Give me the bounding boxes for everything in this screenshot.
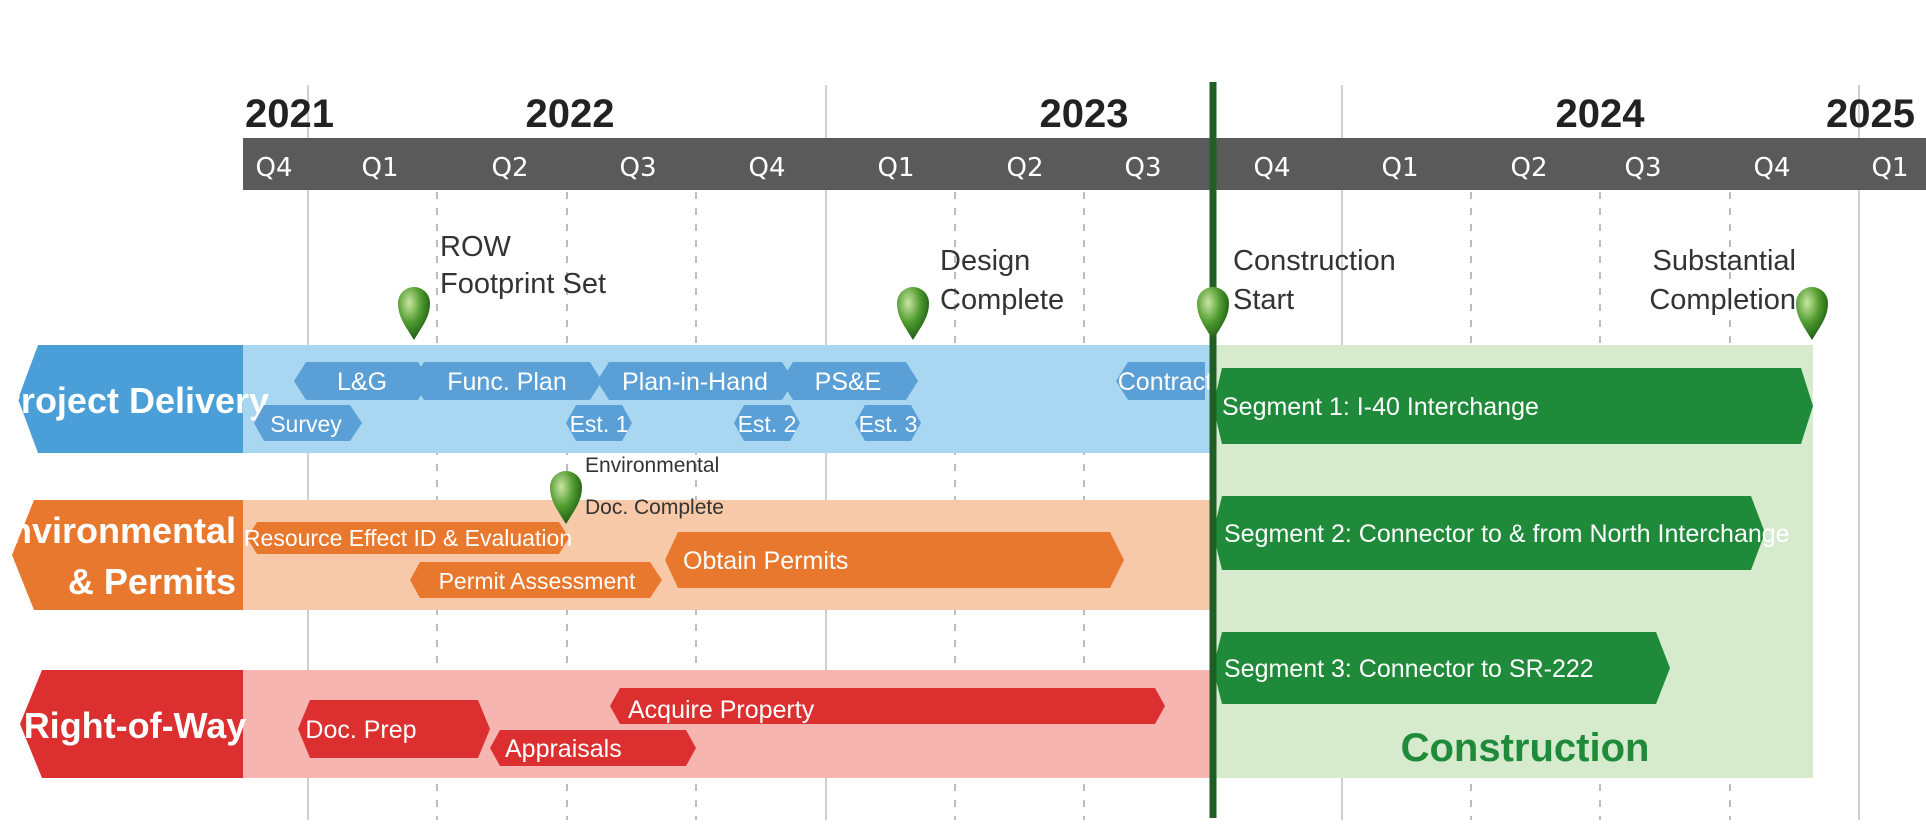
env-doc-complete-pin-icon [550, 471, 582, 524]
segment-1-bar [1213, 368, 1813, 444]
task-label: Appraisals [505, 735, 622, 763]
quarter-label: Q2 [491, 153, 528, 183]
quarter-band: Q4 Q1 Q2 Q3 Q4 Q1 Q2 Q3 Q4 Q1 Q2 Q3 Q4 Q… [243, 138, 1926, 190]
segment-3-bar [1213, 632, 1670, 704]
milestone-row-line2: Footprint Set [440, 268, 606, 300]
quarter-label: Q4 [1753, 153, 1790, 183]
quarter-label: Q4 [255, 153, 292, 183]
category-label: Right-of-Way [24, 705, 247, 746]
task-label: Acquire Property [628, 696, 815, 724]
task-label: Doc. Prep [305, 716, 416, 744]
category-project-delivery: Project Delivery [0, 345, 269, 453]
task-label: Contract [1118, 368, 1213, 396]
design-complete-pin-icon [897, 287, 929, 340]
segment-label: Segment 3: Connector to SR-222 [1224, 655, 1594, 683]
milestone-design-line1: Design [940, 245, 1030, 277]
quarter-label: Q4 [1253, 153, 1290, 183]
task-label: Obtain Permits [683, 547, 848, 575]
task-survey [254, 405, 362, 441]
task-permit-assessment [410, 562, 662, 598]
task-func-plan [412, 362, 602, 400]
task-label: Survey [270, 411, 342, 437]
task-obtain-permits [665, 532, 1124, 588]
task-label: Plan-in-Hand [622, 368, 768, 396]
category-label-line1: Environmental [0, 510, 236, 551]
category-label: Project Delivery [0, 380, 269, 421]
environmental-tasks: Resource Effect ID & Evaluation Permit A… [244, 522, 1124, 598]
year-2024: 2024 [1556, 92, 1646, 136]
construction-segments: Segment 1: I-40 Interchange Segment 2: C… [1213, 368, 1813, 770]
milestone-design-line2: Complete [940, 284, 1064, 316]
quarter-label: Q4 [748, 153, 785, 183]
task-label: PS&E [815, 368, 882, 396]
construction-start-pin-icon [1197, 287, 1229, 340]
milestone-construction-line2: Start [1233, 284, 1294, 316]
year-labels: 2021 2022 2023 2024 2025 [245, 92, 1915, 136]
category-right-of-way: Right-of-Way [20, 670, 246, 778]
right-of-way-tasks: Doc. Prep Acquire Property Appraisals [298, 688, 1165, 766]
year-2025: 2025 [1826, 92, 1915, 136]
quarter-label: Q2 [1510, 153, 1547, 183]
milestone-row-line1: ROW [440, 231, 512, 263]
task-lg [294, 362, 430, 400]
task-acquire-property [610, 688, 1165, 724]
task-label: L&G [337, 368, 387, 396]
project-delivery-tasks: L&G Func. Plan Plan-in-Hand PS&E Contrac… [254, 362, 1212, 441]
substantial-completion-pin-icon [1796, 287, 1828, 340]
task-label: Func. Plan [447, 368, 567, 396]
milestone-construction-line1: Construction [1233, 245, 1396, 277]
category-label-line2: & Permits [68, 561, 236, 602]
year-2023: 2023 [1040, 92, 1129, 136]
row-footprint-pin-icon [398, 287, 430, 340]
task-label: Resource Effect ID & Evaluation [244, 525, 572, 551]
quarter-label: Q1 [361, 153, 398, 183]
milestone-labels: ROW Footprint Set Design Complete Constr… [440, 231, 1796, 519]
quarter-label: Q3 [619, 153, 656, 183]
quarter-label: Q1 [877, 153, 914, 183]
task-label: Permit Assessment [439, 568, 636, 594]
milestone-substantial-line2: Completion [1649, 284, 1796, 316]
milestone-env-line2: Doc. Complete [585, 496, 724, 519]
segment-label: Segment 1: I-40 Interchange [1222, 393, 1539, 421]
quarter-label: Q2 [1006, 153, 1043, 183]
segment-label: Segment 2: Connector to & from North Int… [1224, 520, 1790, 548]
task-resource-effect [247, 522, 569, 554]
construction-label: Construction [1401, 726, 1650, 770]
quarter-label: Q1 [1381, 153, 1418, 183]
quarter-label: Q3 [1124, 153, 1161, 183]
segment-2-bar [1213, 496, 1765, 570]
task-est-2 [734, 405, 800, 441]
task-est-1 [566, 405, 632, 441]
milestone-substantial-line1: Substantial [1653, 245, 1797, 277]
task-est-3 [855, 405, 921, 441]
milestone-env-line1: Environmental [585, 454, 719, 477]
year-2021: 2021 [245, 92, 334, 136]
task-pse [781, 362, 918, 400]
category-environmental: Environmental & Permits [0, 500, 243, 610]
year-2022: 2022 [526, 92, 615, 136]
milestone-pins [398, 287, 1828, 524]
task-plan-in-hand [597, 362, 794, 400]
task-doc-prep [298, 700, 490, 758]
task-label: Est. 2 [738, 411, 797, 437]
task-contract [1116, 362, 1205, 400]
quarter-label: Q1 [1871, 153, 1908, 183]
quarter-label: Q3 [1624, 153, 1661, 183]
task-label: Est. 3 [859, 411, 918, 437]
task-appraisals [490, 730, 696, 766]
task-label: Est. 1 [570, 411, 629, 437]
